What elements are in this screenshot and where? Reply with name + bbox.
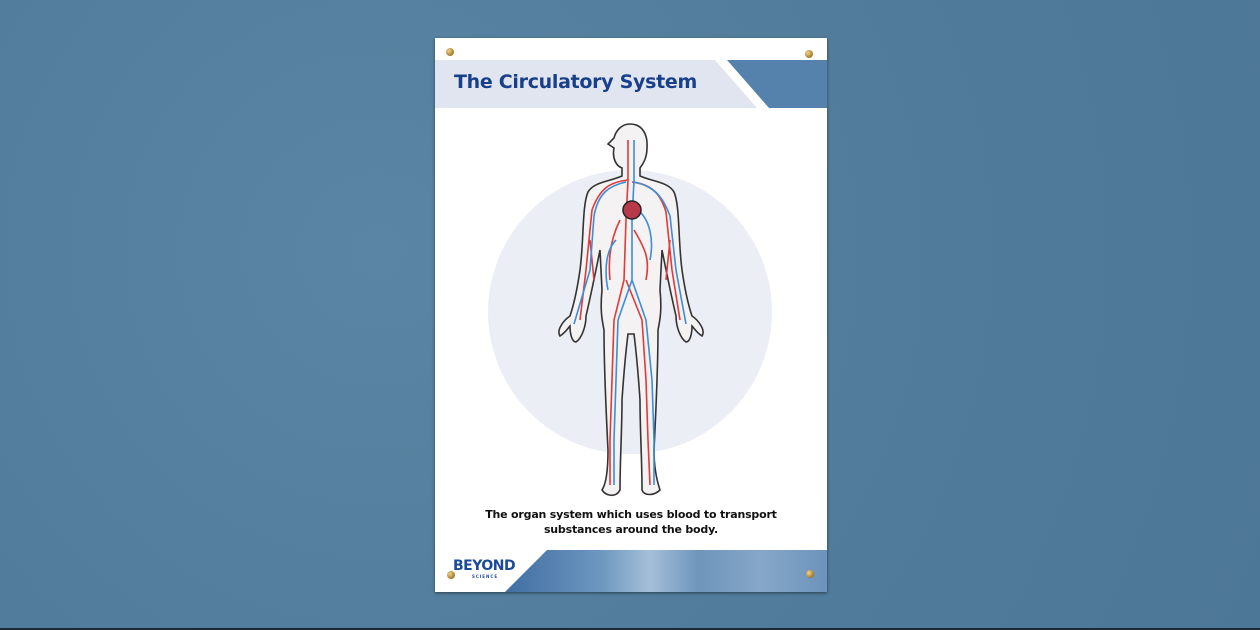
veins xyxy=(573,140,687,485)
screw-icon xyxy=(805,50,813,58)
poster-title: The Circulatory System xyxy=(454,71,697,93)
circulatory-body-illustration xyxy=(558,123,704,497)
beyond-logo: BEYOND xyxy=(453,558,516,574)
poster-caption: The organ system which uses blood to tra… xyxy=(435,507,827,537)
screw-icon xyxy=(447,571,455,579)
caption-line-2: substances around the body. xyxy=(543,523,719,536)
bottom-border xyxy=(0,628,1260,630)
beyond-logo-subtitle: SCIENCE xyxy=(472,574,499,579)
footer-image-band xyxy=(505,550,827,592)
title-band xyxy=(435,60,757,108)
heart xyxy=(622,200,642,220)
poster-footer: BEYOND SCIENCE xyxy=(435,550,827,592)
screw-icon xyxy=(806,570,814,578)
poster: The Circulatory System The organ system … xyxy=(435,38,827,592)
screw-icon xyxy=(446,48,454,56)
caption-line-1: The organ system which uses blood to tra… xyxy=(485,508,777,521)
